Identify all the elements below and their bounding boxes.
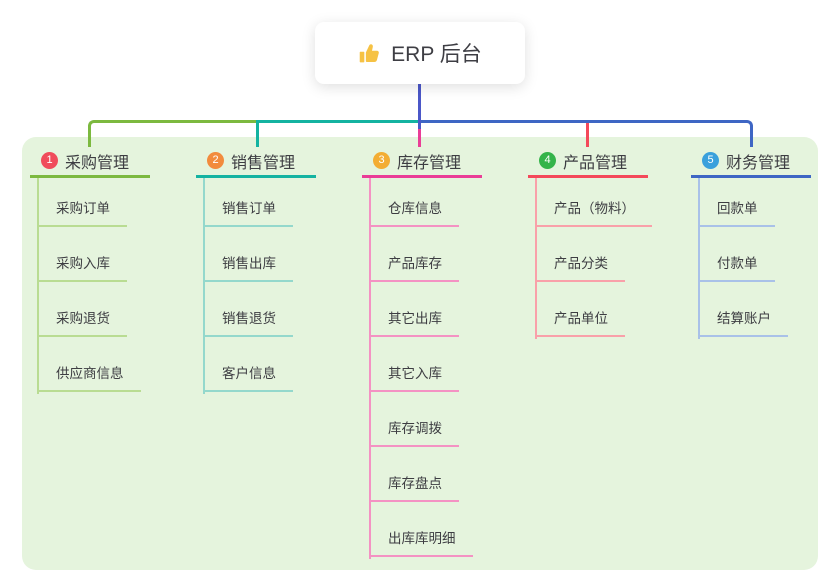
branch-number-badge: 2	[207, 152, 224, 169]
child-node[interactable]: 客户信息	[196, 337, 366, 392]
child-node[interactable]: 库存调拨	[362, 392, 532, 447]
child-node[interactable]: 销售订单	[196, 172, 366, 227]
branch-3: 3 库存管理仓库信息产品库存其它出库其它入库库存调拨库存盘点出库库明细	[362, 146, 532, 559]
branch-node-1[interactable]: 1 采购管理	[30, 146, 150, 178]
child-node-label: 产品单位	[535, 307, 625, 337]
child-node-label: 付款单	[698, 252, 775, 282]
bus-connector-right-blue	[419, 120, 753, 147]
branch-children-connector	[203, 178, 205, 394]
child-node-label: 客户信息	[203, 362, 293, 392]
branch-number-badge: 5	[702, 152, 719, 169]
child-node[interactable]: 出库库明细	[362, 502, 532, 557]
child-node-label: 销售退货	[203, 307, 293, 337]
branch-4: 4 产品管理产品（物料） 产品分类产品单位	[528, 146, 698, 339]
child-node[interactable]: 结算账户	[691, 282, 839, 337]
child-node[interactable]: 产品库存	[362, 227, 532, 282]
child-node[interactable]: 其它入库	[362, 337, 532, 392]
child-node[interactable]: 产品（物料）	[528, 172, 698, 227]
branch-2: 2 销售管理销售订单销售出库销售退货客户信息	[196, 146, 366, 394]
branch-number-badge: 1	[41, 152, 58, 169]
child-node-label: 其它入库	[369, 362, 459, 392]
branch-number-badge: 3	[373, 152, 390, 169]
branch-label: 库存管理	[397, 154, 462, 172]
thumbs-up-icon	[358, 42, 381, 65]
branch-5: 5 财务管理回款单付款单结算账户	[691, 146, 839, 339]
child-node-label: 库存调拨	[369, 417, 459, 447]
child-node[interactable]: 采购退货	[30, 282, 200, 337]
child-node[interactable]: 采购订单	[30, 172, 200, 227]
branch-label: 采购管理	[65, 154, 130, 172]
branch-node-4[interactable]: 4 产品管理	[528, 146, 648, 178]
child-node-label: 产品（物料）	[535, 197, 652, 227]
bus-connector-mid-teal	[256, 120, 419, 147]
child-node[interactable]: 产品单位	[528, 282, 698, 337]
root-node-erp[interactable]: ERP 后台	[315, 22, 525, 84]
drop-connector-inventory	[418, 126, 421, 147]
branch-children-connector	[37, 178, 39, 394]
child-node-label: 出库库明细	[369, 527, 473, 557]
branch-children-connector	[698, 178, 700, 339]
branch-label: 财务管理	[726, 154, 791, 172]
child-node-label: 结算账户	[698, 307, 788, 337]
branch-children-connector	[369, 178, 371, 559]
child-node[interactable]: 销售出库	[196, 227, 366, 282]
child-node[interactable]: 付款单	[691, 227, 839, 282]
branch-label: 产品管理	[563, 154, 628, 172]
child-node[interactable]: 库存盘点	[362, 447, 532, 502]
child-node-label: 采购入库	[37, 252, 127, 282]
branch-node-5[interactable]: 5 财务管理	[691, 146, 811, 178]
child-node-label: 其它出库	[369, 307, 459, 337]
root-connector-line	[418, 84, 421, 129]
child-node[interactable]: 其它出库	[362, 282, 532, 337]
child-node[interactable]: 产品分类	[528, 227, 698, 282]
child-node-label: 回款单	[698, 197, 775, 227]
branch-number-badge: 4	[539, 152, 556, 169]
child-node-label: 采购订单	[37, 197, 127, 227]
child-node[interactable]: 销售退货	[196, 282, 366, 337]
root-node-title: ERP 后台	[391, 43, 482, 66]
child-node-label: 供应商信息	[37, 362, 141, 392]
child-node[interactable]: 回款单	[691, 172, 839, 227]
child-node[interactable]: 采购入库	[30, 227, 200, 282]
branch-label: 销售管理	[231, 154, 296, 172]
child-node-label: 库存盘点	[369, 472, 459, 502]
child-node-label: 产品分类	[535, 252, 625, 282]
child-node[interactable]: 供应商信息	[30, 337, 200, 392]
child-node[interactable]: 仓库信息	[362, 172, 532, 227]
drop-connector-product	[586, 123, 589, 147]
branches-panel-background	[22, 137, 818, 570]
child-node-label: 仓库信息	[369, 197, 459, 227]
branch-node-3[interactable]: 3 库存管理	[362, 146, 482, 178]
bus-connector-left-green	[88, 120, 256, 147]
child-node-label: 采购退货	[37, 307, 127, 337]
child-node-label: 销售出库	[203, 252, 293, 282]
child-node-label: 销售订单	[203, 197, 293, 227]
child-node-label: 产品库存	[369, 252, 459, 282]
branch-children-connector	[535, 178, 537, 339]
branch-1: 1 采购管理采购订单采购入库采购退货供应商信息	[30, 146, 200, 394]
branch-node-2[interactable]: 2 销售管理	[196, 146, 316, 178]
